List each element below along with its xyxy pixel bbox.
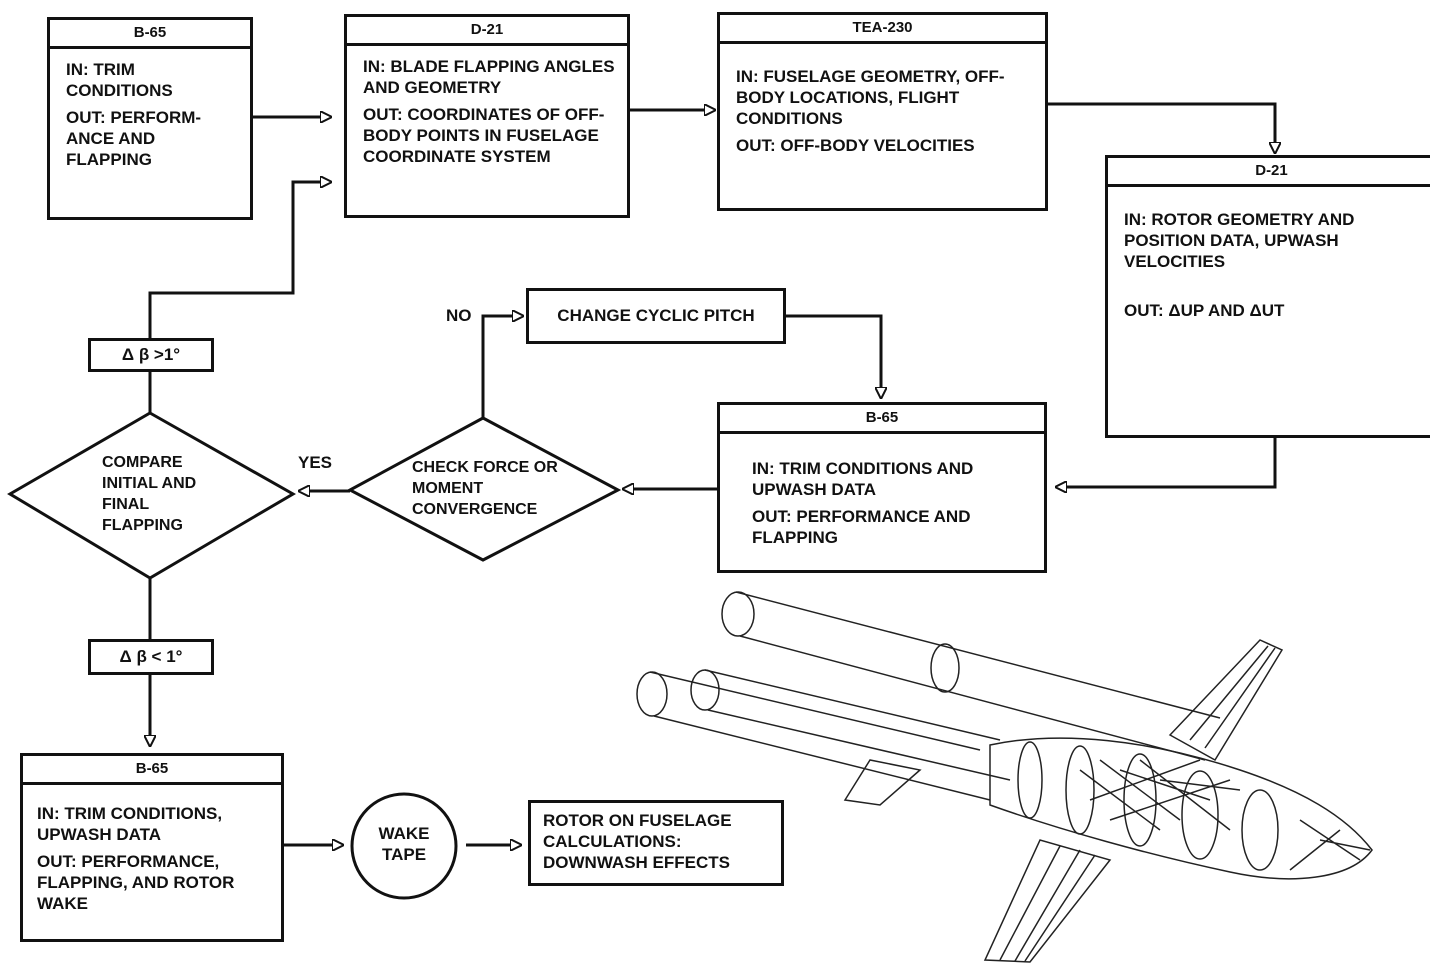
b65-top-box: B-65 IN: TRIM CONDITIONS OUT: PERFORM-AN… [47, 17, 253, 220]
arrow-change-to-b65-mid [786, 314, 881, 397]
rotor-fuselage-calc-label: ROTOR ON FUSELAGE CALCULATIONS: DOWNWASH… [543, 811, 732, 872]
change-cyclic-pitch-box: CHANGE CYCLIC PITCH [526, 288, 786, 344]
wake-tape-label: WAKE TAPE [378, 824, 430, 864]
b65-mid-out: OUT: PERFORMANCE AND FLAPPING [752, 507, 971, 547]
b65-top-in: IN: TRIM CONDITIONS [66, 60, 173, 100]
b65-top-out: OUT: PERFORM-ANCE AND FLAPPING [66, 108, 202, 169]
wake-tape-circle [350, 792, 458, 900]
arrow-check-no [481, 316, 522, 417]
d21-top-out: OUT: COORDINATES OF OFF-BODY POINTS IN F… [363, 105, 605, 166]
no-label: NO [446, 306, 472, 325]
delta-beta-gt-label: Δ β >1° [88, 338, 214, 372]
b65-mid-box: B-65 IN: TRIM CONDITIONS AND UPWASH DATA… [717, 402, 1047, 573]
d21-top-box: D-21 IN: BLADE FLAPPING ANGLES AND GEOME… [344, 14, 630, 218]
delta-beta-lt-label: Δ β < 1° [88, 639, 214, 675]
aircraft-wireframe-illustration [636, 591, 1373, 963]
arrow-d21-right-to-b65-mid [1057, 438, 1277, 487]
b65-bottom-header: B-65 [23, 756, 281, 785]
d21-top-in: IN: BLADE FLAPPING ANGLES AND GEOMETRY [363, 57, 615, 97]
d21-right-in: IN: ROTOR GEOMETRY AND POSITION DATA, UP… [1124, 210, 1355, 271]
tea230-out: OUT: OFF-BODY VELOCITIES [736, 136, 975, 155]
check-convergence-diamond [346, 416, 622, 562]
b65-top-header: B-65 [50, 20, 250, 49]
arrow-gt-to-d21 [148, 182, 330, 340]
b65-bottom-out: OUT: PERFORMANCE, FLAPPING, AND ROTOR WA… [37, 852, 235, 913]
rotor-fuselage-calc-box: ROTOR ON FUSELAGE CALCULATIONS: DOWNWASH… [528, 800, 784, 886]
b65-bottom-box: B-65 IN: TRIM CONDITIONS, UPWASH DATA OU… [20, 753, 284, 942]
tea230-header: TEA-230 [720, 15, 1045, 44]
d21-right-out: OUT: ΔUP AND ΔUT [1124, 301, 1285, 320]
b65-mid-header: B-65 [720, 405, 1044, 434]
arrow-tea230-to-d21-right [1048, 102, 1275, 152]
d21-right-header: D-21 [1108, 158, 1430, 187]
b65-bottom-in: IN: TRIM CONDITIONS, UPWASH DATA [37, 804, 223, 844]
yes-label: YES [298, 453, 333, 472]
d21-right-box: D-21 IN: ROTOR GEOMETRY AND POSITION DAT… [1105, 155, 1430, 438]
d21-top-header: D-21 [347, 17, 627, 46]
tea230-in: IN: FUSELAGE GEOMETRY, OFF-BODY LOCATION… [736, 67, 1005, 128]
change-cyclic-pitch-label: CHANGE CYCLIC PITCH [557, 306, 755, 325]
compare-flapping-label: COMPARE INITIAL AND FINAL FLAPPING [102, 454, 197, 534]
tea230-box: TEA-230 IN: FUSELAGE GEOMETRY, OFF-BODY … [717, 12, 1048, 211]
compare-flapping-diamond [7, 411, 297, 580]
check-convergence-label: CHECK FORCE OR MOMENT CONVERGENCE [412, 459, 558, 518]
b65-mid-in: IN: TRIM CONDITIONS AND UPWASH DATA [752, 459, 974, 499]
